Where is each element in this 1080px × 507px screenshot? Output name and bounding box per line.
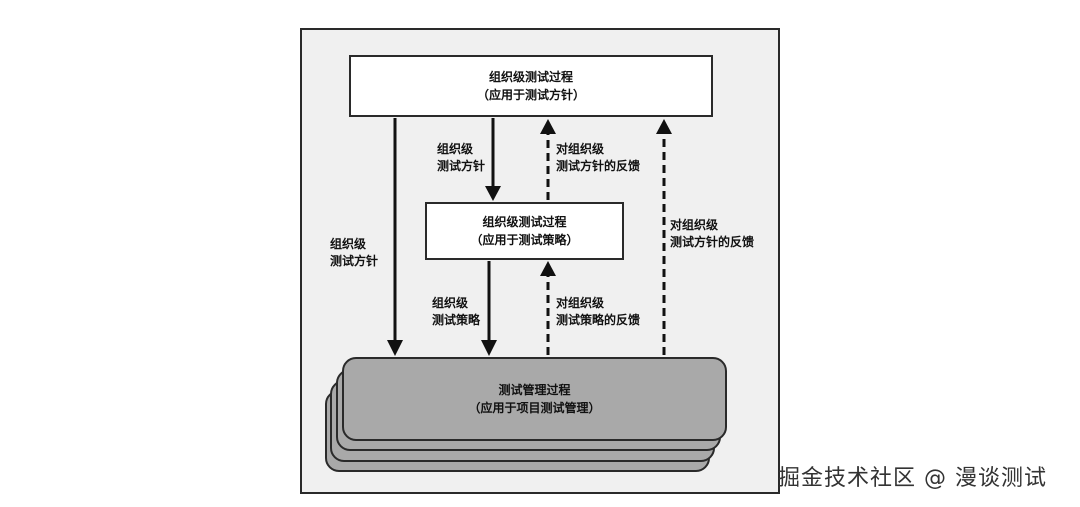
label-feedback-policy-right-line2: 测试方针的反馈 [670,235,755,249]
label-feedback-policy-mid-line1: 对组织级 [556,142,605,156]
arrow-feedback-policy-mid [540,119,556,200]
label-feedback-policy-mid-line2: 测试方针的反馈 [556,159,641,173]
label-feedback-policy-mid: 对组织级 测试方针的反馈 [556,141,640,175]
label-policy-down-line1: 组织级 [437,142,474,156]
org-test-process-policy-title: 组织级测试过程 [488,70,573,84]
label-feedback-policy-right: 对组织级 测试方针的反馈 [670,217,754,251]
test-mgmt-process-title: 测试管理过程 [498,383,571,397]
label-strategy-down: 组织级 测试策略 [432,295,480,329]
label-policy-left-line1: 组织级 [330,237,367,251]
org-test-process-strategy-title: 组织级测试过程 [482,215,567,229]
arrow-policy-to-strategy [485,118,501,201]
org-test-process-policy-subtitle: （应用于测试方针） [476,88,585,102]
label-policy-down: 组织级 测试方针 [437,141,485,175]
test-mgmt-process-box: 测试管理过程 （应用于项目测试管理） [342,357,727,441]
label-strategy-down-line1: 组织级 [432,296,469,310]
label-policy-left: 组织级 测试方针 [330,236,378,270]
arrow-policy-to-mgmt [387,118,403,356]
arrow-strategy-to-mgmt [481,261,497,356]
test-mgmt-process-subtitle: （应用于项目测试管理） [468,401,601,415]
label-policy-down-line2: 测试方针 [437,159,486,173]
label-policy-left-line2: 测试方针 [330,254,379,268]
label-feedback-strategy: 对组织级 测试策略的反馈 [556,295,640,329]
label-feedback-policy-right-line1: 对组织级 [670,218,719,232]
org-test-process-policy-box: 组织级测试过程 （应用于测试方针） [349,55,713,117]
label-feedback-strategy-line2: 测试策略的反馈 [556,313,641,327]
watermark: 掘金技术社区 @ 漫谈测试 [778,466,1047,491]
arrow-feedback-strategy [540,261,556,355]
arrow-feedback-policy-right [656,119,672,355]
org-test-process-strategy-box: 组织级测试过程 （应用于测试策略） [425,202,624,260]
label-feedback-strategy-line1: 对组织级 [556,296,605,310]
label-strategy-down-line2: 测试策略 [432,313,481,327]
org-test-process-strategy-subtitle: （应用于测试策略） [470,233,579,247]
